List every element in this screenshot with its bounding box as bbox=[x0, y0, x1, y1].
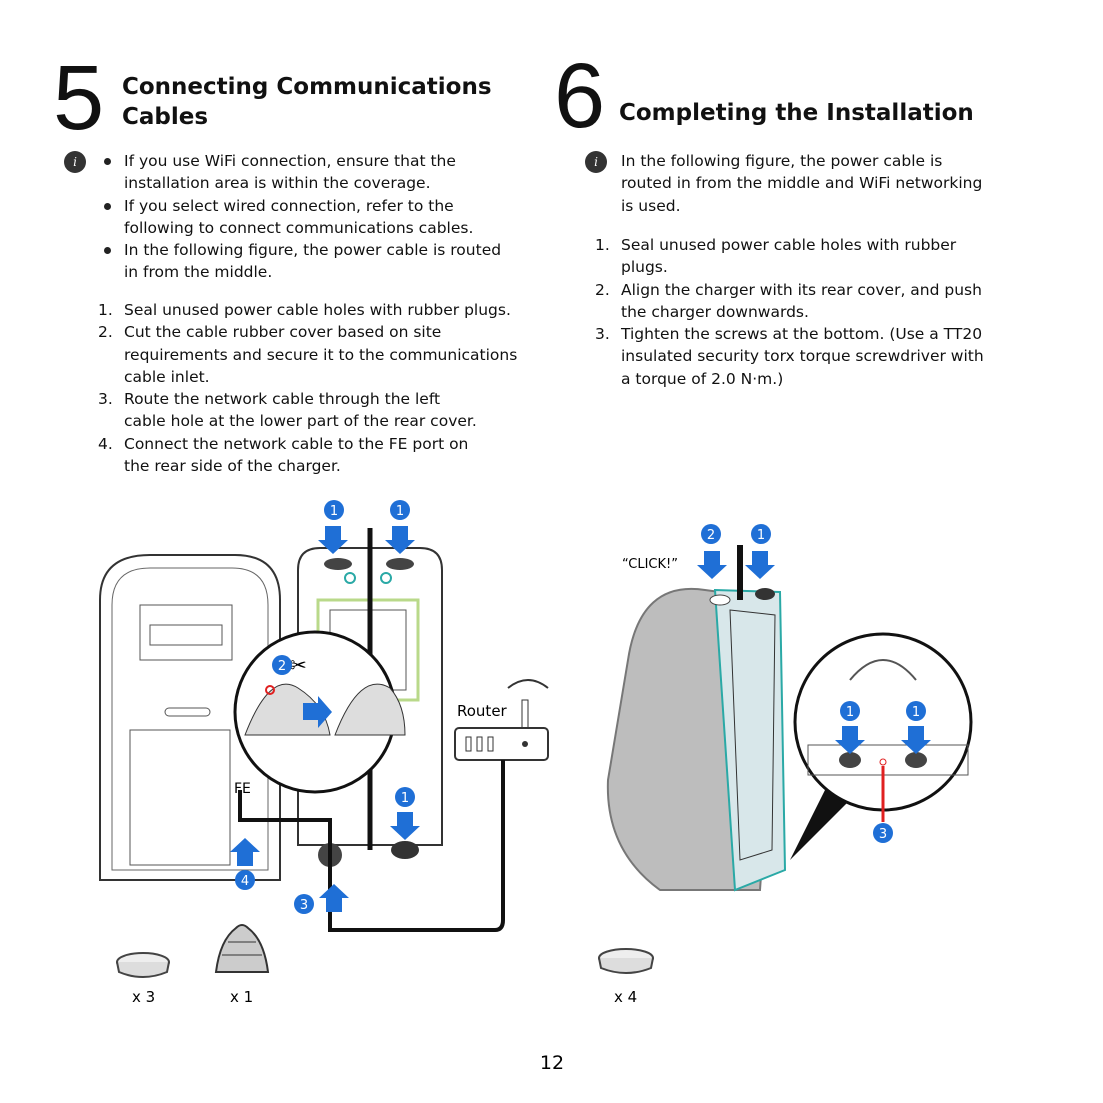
callouts-section5: 1 1 2 1 3 4 bbox=[230, 500, 420, 914]
line: in from the middle. bbox=[124, 263, 273, 282]
line: installation area is within the coverage… bbox=[124, 174, 431, 193]
section-5-notes: If you use WiFi connection, ensure that … bbox=[104, 150, 524, 284]
section-6-number: 6 bbox=[554, 45, 606, 147]
line: routed in from the middle and WiFi netwo… bbox=[621, 174, 983, 193]
step-item: 2. Align the charger with its rear cover,… bbox=[595, 279, 1001, 324]
section-5-title: Connecting Communications Cables bbox=[122, 72, 492, 132]
callout-number: 1 bbox=[846, 705, 854, 720]
step-number: 4. bbox=[98, 434, 113, 453]
section-6-title: Completing the Installation bbox=[619, 100, 974, 126]
line: If you use WiFi connection, ensure that … bbox=[124, 152, 456, 170]
grommet-quantity: x 1 bbox=[230, 988, 253, 1006]
step-number: 3. bbox=[98, 390, 113, 409]
callout-badge: 3 bbox=[294, 894, 314, 914]
title-line: Connecting Communications bbox=[122, 74, 492, 100]
callout-number: 1 bbox=[396, 504, 404, 519]
note-item: If you select wired connection, refer to… bbox=[104, 195, 524, 240]
router-label: Router bbox=[457, 702, 508, 720]
line: If you select wired connection, refer to… bbox=[124, 196, 454, 215]
line: is used. bbox=[621, 196, 681, 215]
callout-number: 4 bbox=[241, 874, 249, 889]
callout-number: 1 bbox=[330, 504, 338, 519]
network-cable bbox=[238, 760, 505, 932]
callout-number: 1 bbox=[401, 791, 409, 806]
callout-number: 2 bbox=[707, 528, 715, 543]
rubber-plug-icon bbox=[116, 952, 170, 978]
info-icon: i bbox=[64, 151, 86, 173]
line: Connect the network cable to the FE port… bbox=[124, 434, 469, 453]
line: the rear side of the charger. bbox=[124, 457, 341, 476]
step-item: 1. Seal unused power cable holes with rub… bbox=[98, 299, 534, 321]
click-label: “CLICK!” bbox=[622, 557, 678, 572]
callout-badge: 1 bbox=[395, 787, 415, 807]
callout-badge: 1 bbox=[324, 500, 344, 520]
callout-badge: 1 bbox=[906, 701, 926, 721]
step-item: 4. Connect the network cable to the FE po… bbox=[98, 433, 534, 478]
router-illustration: Router bbox=[454, 679, 549, 761]
callout-number: 3 bbox=[300, 898, 308, 913]
callout-number: 2 bbox=[278, 659, 286, 674]
step-number: 3. bbox=[595, 325, 610, 344]
line: Seal unused power cable holes with rubbe… bbox=[621, 236, 957, 254]
plug-quantity: x 4 bbox=[614, 988, 637, 1006]
callout-number: 3 bbox=[879, 827, 887, 842]
note-item: If you use WiFi connection, ensure that … bbox=[104, 150, 524, 195]
charger-assembly-illustration: “CLICK!” bbox=[606, 545, 787, 892]
line: insulated security torx torque screwdriv… bbox=[621, 347, 984, 366]
info-icon: i bbox=[585, 151, 607, 173]
fe-port-label: FE bbox=[234, 781, 251, 797]
line: Tighten the screws at the bottom. (Use a… bbox=[621, 325, 983, 344]
scissors-icon: ✂ bbox=[290, 653, 307, 677]
step-item: 3. Tighten the screws at the bottom. (Use… bbox=[595, 323, 1001, 390]
charger-rear-illustration: FE bbox=[99, 554, 281, 881]
line: In the following figure, the power cable… bbox=[621, 152, 943, 170]
callout-badge: 2 bbox=[701, 524, 721, 544]
line: a torque of 2.0 N·m.) bbox=[621, 369, 784, 388]
line: Seal unused power cable holes with rubbe… bbox=[124, 301, 511, 319]
callout-number: 1 bbox=[912, 705, 920, 720]
step-item: 3. Route the network cable through the le… bbox=[98, 388, 534, 433]
line: the charger downwards. bbox=[621, 302, 809, 321]
line: Route the network cable through the left bbox=[124, 390, 441, 409]
title-line: Cables bbox=[122, 104, 209, 130]
section-6-steps: 1. Seal unused power cable holes with rub… bbox=[595, 234, 1001, 390]
callout-badge: 2 bbox=[272, 655, 292, 675]
plug-quantity: x 3 bbox=[132, 988, 155, 1006]
line: In the following figure, the power cable… bbox=[124, 241, 502, 260]
grommet-icon bbox=[214, 924, 270, 973]
step-number: 2. bbox=[98, 323, 113, 342]
page-number: 12 bbox=[540, 1052, 564, 1074]
note-item: In the following figure, the power cable… bbox=[104, 239, 524, 284]
callout-badge: 3 bbox=[873, 823, 893, 843]
callout-badge: 1 bbox=[751, 524, 771, 544]
section-5-number: 5 bbox=[53, 47, 105, 149]
callout-badge: 1 bbox=[840, 701, 860, 721]
callout-number: 1 bbox=[757, 528, 765, 543]
line: Align the charger with its rear cover, a… bbox=[621, 280, 982, 299]
line: cable inlet. bbox=[124, 367, 210, 386]
callout-badge: 4 bbox=[235, 870, 255, 890]
step-number: 1. bbox=[98, 301, 113, 319]
step-number: 2. bbox=[595, 280, 610, 299]
step-item: 2. Cut the cable rubber cover based on si… bbox=[98, 321, 534, 388]
rubber-plug-icon bbox=[598, 948, 654, 974]
line: Cut the cable rubber cover based on site bbox=[124, 323, 442, 342]
line: requirements and secure it to the commun… bbox=[124, 345, 518, 364]
step-item: 1. Seal unused power cable holes with rub… bbox=[595, 234, 1001, 279]
screw-detail-circle bbox=[793, 632, 973, 822]
line: cable hole at the lower part of the rear… bbox=[124, 412, 477, 431]
line: following to connect communications cabl… bbox=[124, 218, 474, 237]
callout-badge: 1 bbox=[390, 500, 410, 520]
step-number: 1. bbox=[595, 236, 610, 254]
section-6-note: In the following figure, the power cable… bbox=[621, 150, 1001, 217]
section-5-steps: 1. Seal unused power cable holes with rub… bbox=[98, 299, 534, 478]
callouts-section6: 2 1 1 1 3 bbox=[697, 524, 931, 843]
line: plugs. bbox=[621, 258, 668, 277]
